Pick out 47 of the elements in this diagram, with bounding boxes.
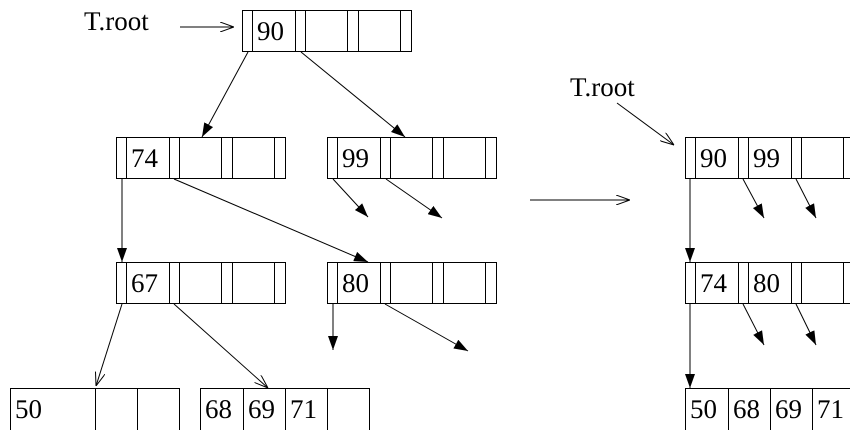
arrow [174, 304, 268, 388]
arrow [180, 22, 234, 32]
arrow [616, 102, 674, 146]
arrow [685, 178, 695, 262]
arrow [796, 178, 816, 218]
btree-node [685, 262, 850, 304]
arrow [202, 52, 248, 138]
key-value: 50 [15, 396, 42, 423]
key-value: 74 [131, 144, 158, 172]
btree-node [116, 137, 286, 179]
key-value: 71 [290, 396, 317, 423]
arrow [742, 178, 764, 218]
btree-node [200, 388, 370, 430]
key-value: 71 [817, 396, 844, 423]
key-value: 69 [775, 396, 802, 423]
btree-node [327, 262, 497, 304]
arrow [328, 304, 338, 350]
key-value: 68 [205, 396, 232, 423]
key-value: 99 [342, 144, 369, 172]
arrow [685, 304, 695, 388]
key-value: 67 [131, 270, 158, 296]
key-value: 69 [248, 396, 275, 423]
btree-node [685, 137, 850, 179]
arrow [796, 304, 816, 346]
arrow [117, 178, 127, 262]
btree-node [685, 388, 850, 430]
btree-node [242, 10, 412, 52]
arrow [300, 52, 406, 138]
key-value: 80 [342, 270, 369, 296]
key-value: 68 [733, 396, 760, 423]
arrow [384, 304, 468, 352]
arrow [94, 304, 122, 386]
arrow [332, 178, 368, 218]
key-value: 90 [700, 144, 727, 172]
pointer-label: T.root [84, 8, 149, 35]
arrow [386, 178, 442, 218]
arrow [174, 178, 368, 262]
pointer-label: T.root [570, 74, 635, 101]
key-value: 99 [753, 144, 780, 172]
btree-node [10, 388, 180, 430]
key-value: 90 [257, 18, 284, 44]
arrow [742, 304, 764, 346]
key-value: 80 [753, 270, 780, 296]
key-value: 50 [690, 396, 717, 423]
btree-node [116, 262, 286, 304]
key-value: 74 [700, 270, 727, 296]
btree-node [327, 137, 497, 179]
